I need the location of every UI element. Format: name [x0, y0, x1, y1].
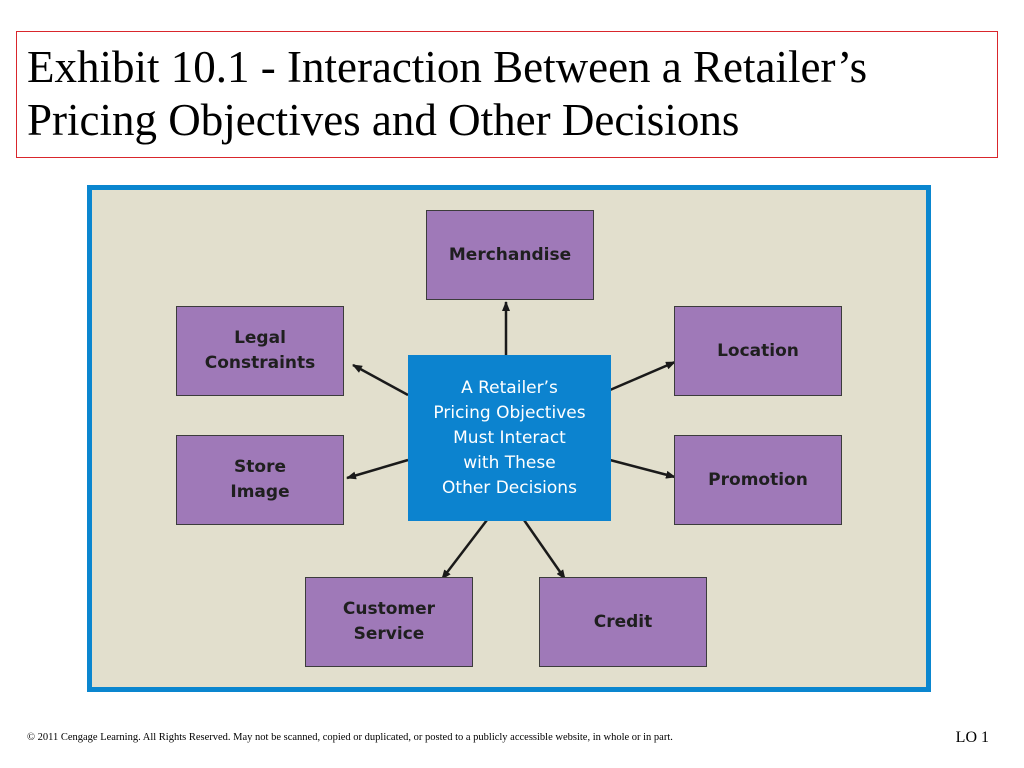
node-credit-label: Credit [593, 611, 653, 632]
arrow-to-customer-service [441, 519, 488, 580]
node-merchandise-label: Merchandise [448, 244, 572, 265]
node-credit: Credit [539, 577, 707, 667]
node-location-label: Location [717, 340, 799, 361]
node-legal-constraints-label: Legal Constraints [204, 328, 316, 373]
copyright-notice: © 2011 Cengage Learning. All Rights Rese… [27, 732, 673, 743]
diagram-canvas: A Retailer’s Pricing Objectives Must Int… [92, 190, 926, 687]
node-promotion-label: Promotion [708, 469, 808, 490]
arrows-layer [346, 301, 676, 580]
node-store-image: Store Image [176, 435, 344, 525]
node-store-image-label: Store Image [230, 457, 290, 502]
arrow-to-credit [522, 519, 567, 580]
node-customer-service-label: Customer Service [342, 599, 436, 644]
learning-objective-label: LO 1 [955, 729, 989, 746]
node-location: Location [674, 306, 842, 396]
arrow-to-promotion [609, 458, 676, 479]
diagram-frame: A Retailer’s Pricing Objectives Must Int… [87, 185, 931, 692]
arrow-to-legal-constraints [352, 363, 409, 397]
slide-title-line-1: Exhibit 10.1 - Interaction Between a Ret… [27, 42, 868, 92]
node-merchandise: Merchandise [426, 210, 594, 300]
arrow-to-store-image [346, 458, 409, 480]
node-customer-service: Customer Service [305, 577, 473, 667]
arrow-to-location [609, 360, 676, 392]
slide-title: Exhibit 10.1 - Interaction Between a Ret… [16, 31, 998, 158]
center-node-pricing-objectives: A Retailer’s Pricing Objectives Must Int… [408, 355, 611, 521]
node-promotion: Promotion [674, 435, 842, 525]
slide-title-line-2: Pricing Objectives and Other Decisions [27, 95, 740, 145]
node-legal-constraints: Legal Constraints [176, 306, 344, 396]
center-node-label: A Retailer’s Pricing Objectives Must Int… [433, 377, 586, 498]
